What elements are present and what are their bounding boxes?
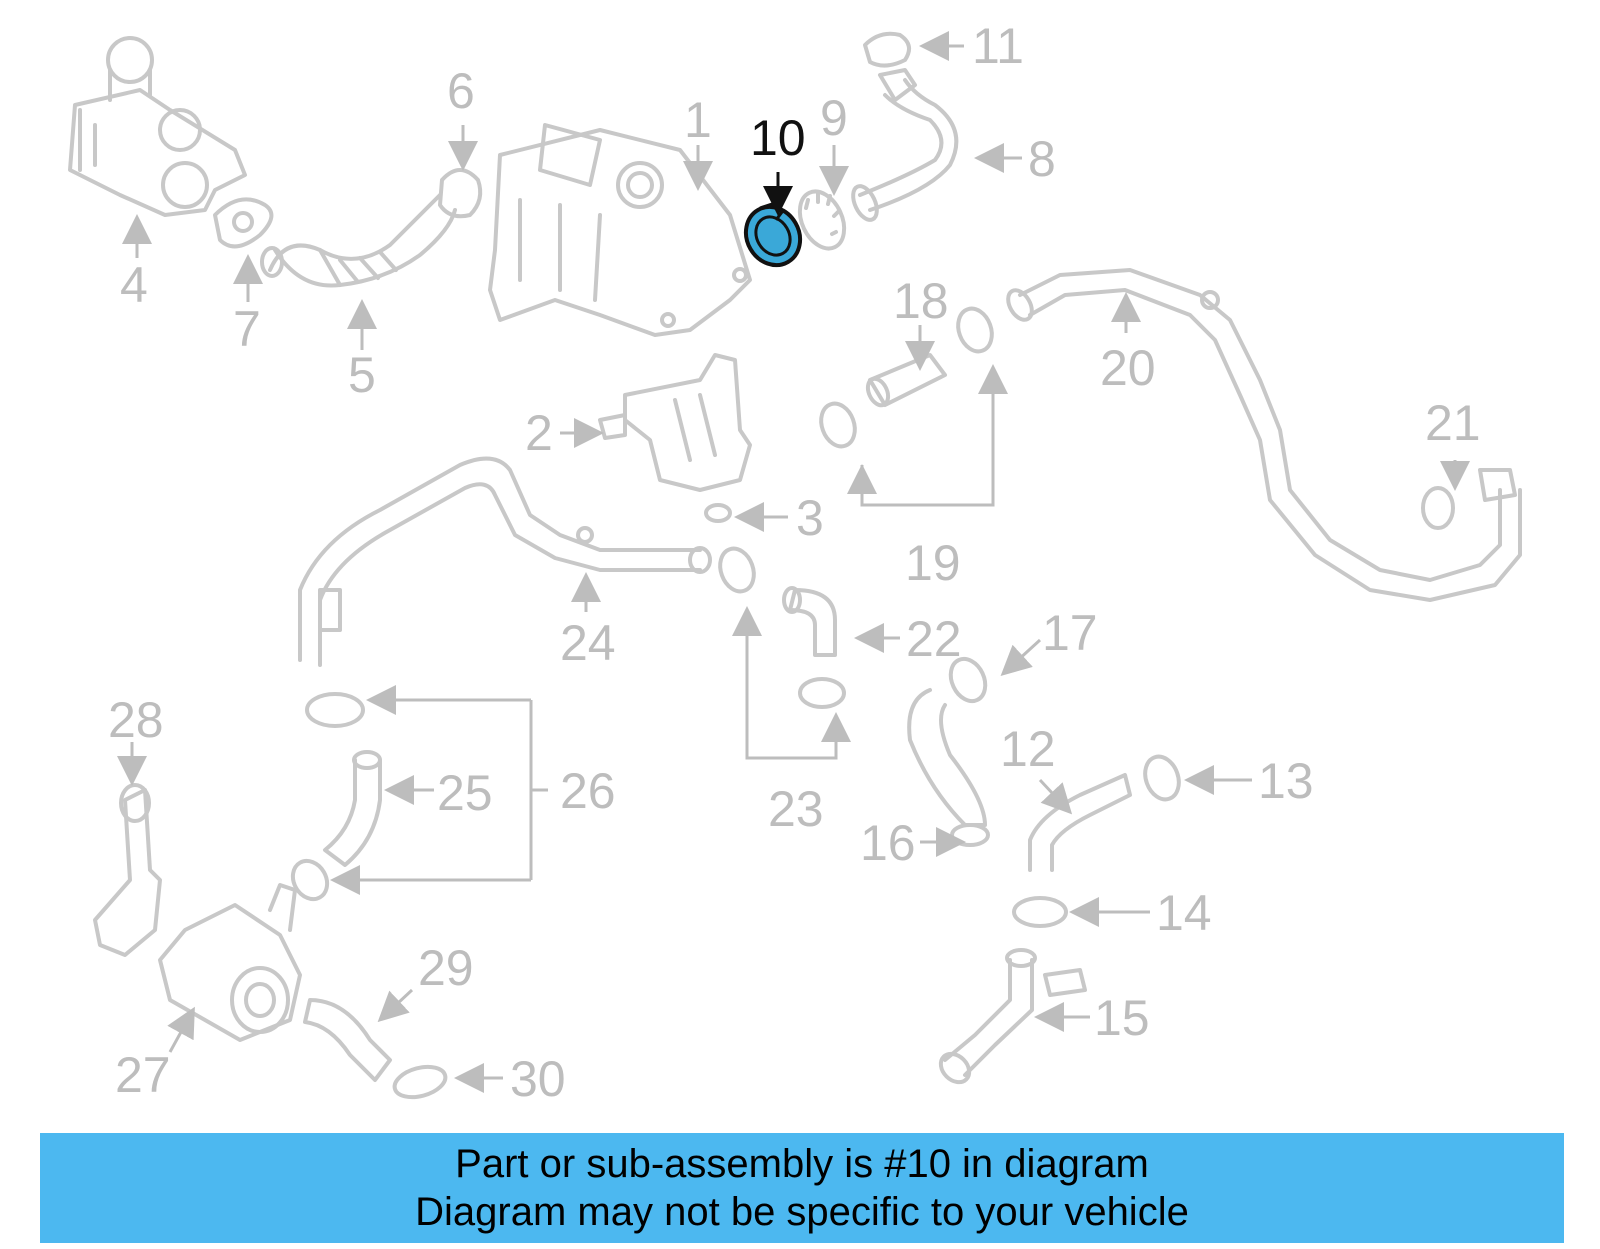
leader-lines (117, 31, 1470, 1093)
callout-18: 18 (893, 273, 949, 329)
part-27-water-pump[interactable] (158, 883, 302, 1042)
callout-1: 1 (684, 92, 712, 148)
part-29-hose[interactable] (303, 998, 392, 1082)
part-4-egr-valve[interactable] (68, 36, 247, 217)
banner-line-2: Diagram may not be specific to your vehi… (415, 1190, 1189, 1234)
callout-30: 30 (510, 1051, 566, 1107)
part-3-o-ring[interactable] (704, 503, 732, 523)
callout-labels: 1 2 3 4 5 6 7 8 9 10 11 12 13 14 15 16 1… (108, 18, 1481, 1107)
part-13-clamp[interactable] (1139, 752, 1184, 804)
part-28-bracket[interactable] (93, 783, 162, 957)
part-8-coolant-pipe[interactable] (848, 68, 959, 224)
callout-6: 6 (447, 63, 475, 119)
callout-5: 5 (348, 347, 376, 403)
part-26-clamps[interactable] (286, 692, 365, 905)
part-14-clamp[interactable] (1012, 896, 1068, 928)
part-12-hose[interactable] (1028, 773, 1132, 872)
callout-23: 23 (768, 781, 824, 837)
callout-16: 16 (860, 815, 916, 871)
callout-15: 15 (1094, 990, 1150, 1046)
callout-13: 13 (1258, 753, 1314, 809)
part-2-bracket[interactable] (598, 353, 752, 492)
part-1-egr-cooler[interactable] (488, 123, 752, 337)
part-5-egr-pipe[interactable] (260, 193, 457, 288)
callout-20: 20 (1100, 340, 1156, 396)
part-18-hose[interactable] (864, 353, 947, 408)
part-9-clamp-ring[interactable] (791, 184, 853, 255)
part-6-gasket[interactable] (438, 168, 483, 219)
part-17-clamp[interactable] (944, 653, 992, 706)
part-19-clamps[interactable] (815, 304, 997, 451)
callout-7: 7 (233, 301, 261, 357)
banner-line-1: Part or sub-assembly is #10 in diagram (455, 1142, 1149, 1186)
callout-21: 21 (1425, 395, 1481, 451)
callout-19: 19 (905, 535, 961, 591)
callout-27: 27 (115, 1047, 171, 1103)
part-21-o-ring[interactable] (1421, 486, 1455, 530)
callout-3: 3 (796, 490, 824, 546)
callout-29: 29 (418, 940, 474, 996)
part-23-clamps[interactable] (714, 544, 846, 709)
callout-11: 11 (972, 18, 1024, 74)
callout-9: 9 (820, 90, 848, 146)
callout-28: 28 (108, 692, 164, 748)
callout-10: 10 (750, 110, 806, 166)
callout-2: 2 (525, 405, 553, 461)
callout-8: 8 (1028, 131, 1056, 187)
callout-12: 12 (1000, 721, 1056, 777)
info-banner: Part or sub-assembly is #10 in diagram D… (40, 1133, 1564, 1243)
callout-14: 14 (1156, 885, 1212, 941)
callout-17: 17 (1042, 605, 1098, 661)
callout-26: 26 (560, 763, 616, 819)
part-11-gasket[interactable] (863, 31, 911, 68)
part-22-elbow-hose[interactable] (782, 586, 837, 657)
part-25-hose[interactable] (323, 750, 382, 867)
callout-25: 25 (437, 765, 493, 821)
part-7-gasket[interactable] (213, 197, 274, 249)
part-10-hose-clamp[interactable] (735, 197, 810, 275)
callout-22: 22 (906, 611, 962, 667)
part-30-clamp[interactable] (391, 1062, 448, 1103)
callout-24: 24 (560, 615, 616, 671)
part-24-coolant-pipe[interactable] (298, 456, 712, 667)
part-15-fitting[interactable] (935, 948, 1087, 1088)
part-16-hose[interactable] (907, 688, 990, 847)
callout-4: 4 (120, 257, 148, 313)
